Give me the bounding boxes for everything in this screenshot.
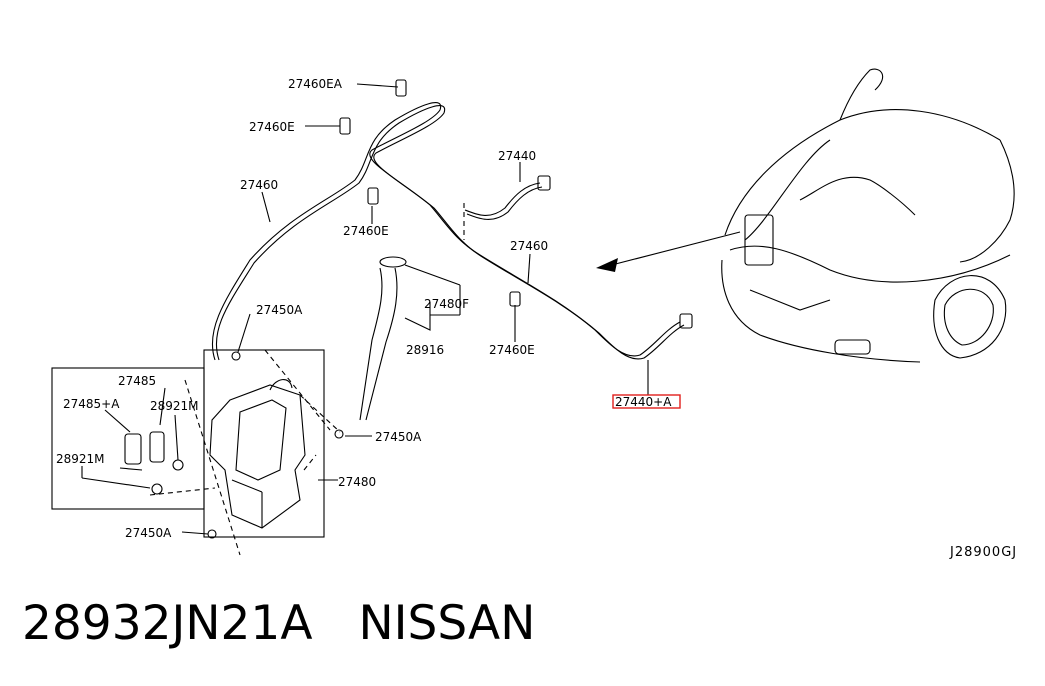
reference-code: J28900GJ — [949, 545, 1017, 560]
label-27460EA: 27460EA — [288, 77, 343, 91]
label-27485A: 27485+A — [63, 397, 120, 411]
label-27460E-mid: 27460E — [343, 224, 389, 238]
arrow-head — [596, 258, 618, 272]
label-27480F: 27480F — [424, 297, 469, 311]
label-28921M-left: 28921M — [56, 452, 105, 466]
label-27450A-top: 27450A — [256, 303, 303, 317]
label-27480: 27480 — [338, 475, 376, 489]
label-27460E-top: 27460E — [249, 120, 295, 134]
label-27450A-mid: 27450A — [375, 430, 422, 444]
label-27440A-highlighted: 27440+A — [615, 395, 672, 409]
caption: 28932JN21A NISSAN — [22, 596, 581, 651]
part-number: 28932JN21A — [22, 596, 313, 651]
label-27450A-bottom: 27450A — [125, 526, 172, 540]
highlight-box — [612, 394, 681, 409]
label-27460: 27460 — [240, 178, 278, 192]
label-27460-right: 27460 — [510, 239, 548, 253]
label-28921M-top: 28921M — [150, 399, 199, 413]
label-27460E-right: 27460E — [489, 343, 535, 357]
label-28916: 28916 — [406, 343, 444, 357]
brand-name: NISSAN — [358, 596, 536, 651]
label-27485: 27485 — [118, 374, 156, 388]
label-27440: 27440 — [498, 149, 536, 163]
